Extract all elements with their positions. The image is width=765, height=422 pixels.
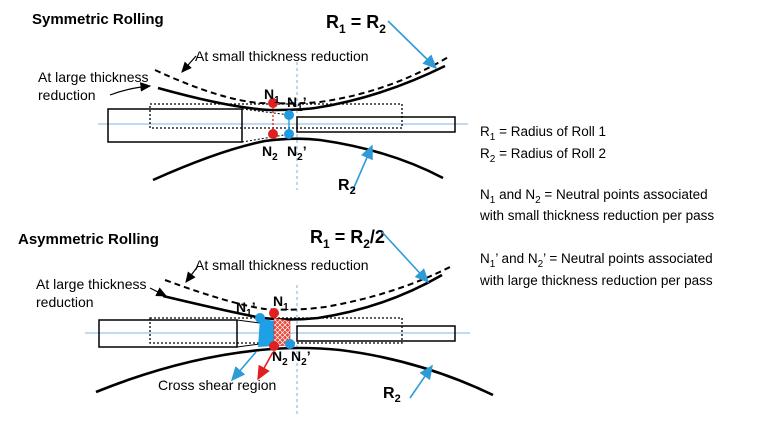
legend-r2: R2 = Radius of Roll 2 [480, 146, 606, 165]
asymmetric-upper-roll [162, 273, 443, 321]
symmetric-large-reduction-label-line1: At large thickness [38, 69, 149, 85]
symmetric-small-reduction-arrow [181, 55, 197, 73]
cross-shear-label: Cross shear region [158, 377, 276, 393]
legend-n-small-line2: with small thickness reduction per pass [479, 208, 714, 223]
asymmetric-n2-point [269, 341, 279, 351]
legend-n-large-line1: N1’ and N2’ = Neutral points associated [480, 251, 713, 270]
asymmetric-r1-arrow [381, 231, 430, 284]
asymmetric-n2-label: N2 [272, 348, 288, 368]
legend: R1 = Radius of Roll 1 R2 = Radius of Rol… [479, 124, 714, 288]
asymmetric-sheet-small-reduction [149, 317, 403, 344]
legend-n-small-line1: N1 and N2 = Neutral points associated [480, 187, 708, 206]
symmetric-n1prime-label: N1’ [287, 94, 307, 114]
asymmetric-n1prime-point [255, 313, 265, 323]
symmetric-section: Symmetric Rolling R1 = R2 N1 N1’ N2 [32, 11, 468, 197]
symmetric-sheet-exit [296, 116, 456, 133]
asymmetric-sheet-exit [296, 325, 456, 342]
symmetric-roll-relation: R1 = R2 [326, 12, 386, 36]
symmetric-roll-gap-taper [241, 108, 291, 143]
asymmetric-n2prime-label: N2’ [291, 348, 311, 368]
symmetric-n1-label: N1 [264, 86, 280, 106]
asymmetric-sheet-entry-large [98, 319, 238, 348]
symmetric-n1prime-point [284, 110, 294, 120]
asymmetric-large-reduction-label-line2: reduction [36, 294, 94, 310]
symmetric-n2prime-label: N2’ [287, 143, 307, 163]
legend-n-large-line2: with large thickness reduction per pass [479, 273, 713, 288]
asymmetric-roll-relation: R1 = R2/2 [310, 227, 385, 251]
symmetric-sheet-entry-large [107, 108, 243, 143]
asymmetric-small-reduction-label: At small thickness reduction [195, 257, 369, 273]
asymmetric-title: Asymmetric Rolling [18, 231, 159, 248]
symmetric-title: Symmetric Rolling [32, 11, 164, 28]
asymmetric-large-reduction-label-line1: At large thickness [36, 276, 147, 292]
asymmetric-small-reduction-arrow [185, 265, 199, 283]
legend-r1: R1 = Radius of Roll 1 [480, 124, 606, 143]
symmetric-lower-roll [152, 137, 444, 182]
asymmetric-n1-point [269, 308, 279, 318]
asymmetric-upper-roll-small-reduction [164, 265, 453, 311]
asymmetric-n2prime-point [285, 339, 295, 349]
symmetric-small-reduction-label: At small thickness reduction [195, 48, 369, 64]
asymmetric-r2-label: R2 [383, 385, 401, 405]
symmetric-large-reduction-label-line2: reduction [38, 87, 96, 103]
asymmetric-n1prime-label: N1’ [236, 299, 256, 319]
symmetric-n2prime-point [284, 129, 294, 139]
symmetric-r2-label: R2 [338, 177, 356, 197]
symmetric-upper-roll [157, 64, 446, 112]
asymmetric-section: Asymmetric Rolling R1 = R2/2 N1’ N1 N2 N… [18, 227, 494, 415]
asymmetric-r2-arrow [409, 364, 433, 399]
symmetric-large-reduction-arrow [109, 82, 152, 96]
symmetric-r2-arrow [351, 144, 373, 193]
cross-shear-red-arrow [257, 351, 274, 381]
cross-shear-blue-arrow [230, 351, 257, 382]
symmetric-n2-label: N2 [262, 143, 278, 163]
symmetric-n2-point [268, 129, 278, 139]
asymmetric-roll-gap-taper [236, 319, 261, 348]
symmetric-r1-arrow [387, 20, 438, 70]
asymmetric-large-reduction-arrow [149, 287, 168, 297]
cross-shear-blue-region [258, 318, 274, 347]
asymmetric-n1-label: N1 [273, 293, 289, 313]
symmetric-n1-point [268, 98, 278, 108]
